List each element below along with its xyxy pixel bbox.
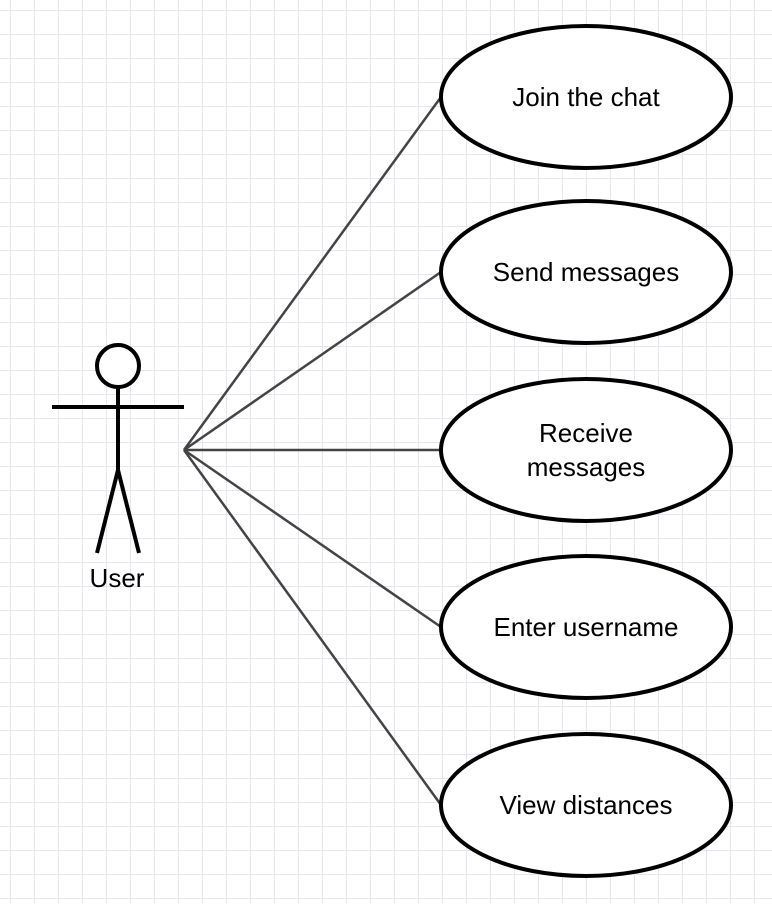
use-case[interactable]: Join the chat — [439, 24, 733, 170]
use-case-label: Enter username — [494, 612, 679, 642]
actor-user[interactable]: User — [52, 343, 184, 593]
use-case[interactable]: Enter username — [439, 554, 733, 700]
use-case-ellipse — [439, 377, 733, 523]
use-case-ellipse — [439, 732, 733, 878]
use-case-label: messages — [527, 452, 646, 482]
use-case-label: View distances — [500, 790, 673, 820]
use-case-label: Receive — [539, 418, 633, 448]
actor-head — [95, 343, 141, 389]
use-case-ellipse — [439, 199, 733, 345]
use-case-label: Join the chat — [512, 82, 660, 112]
use-case[interactable]: Receive messages — [439, 377, 733, 523]
associations — [182, 96, 443, 806]
association-line — [182, 96, 443, 451]
actor-label: User — [90, 563, 145, 593]
use-case[interactable]: View distances — [439, 732, 733, 878]
actor-left-leg — [95, 469, 120, 554]
use-case-ellipse — [439, 554, 733, 700]
use-case[interactable]: Send messages — [439, 199, 733, 345]
use-case-label: Send messages — [493, 257, 679, 287]
use-case-ellipse — [439, 24, 733, 170]
association-line — [183, 270, 442, 452]
actor-right-leg — [116, 469, 141, 554]
association-line — [183, 448, 442, 629]
association-line — [182, 449, 443, 806]
